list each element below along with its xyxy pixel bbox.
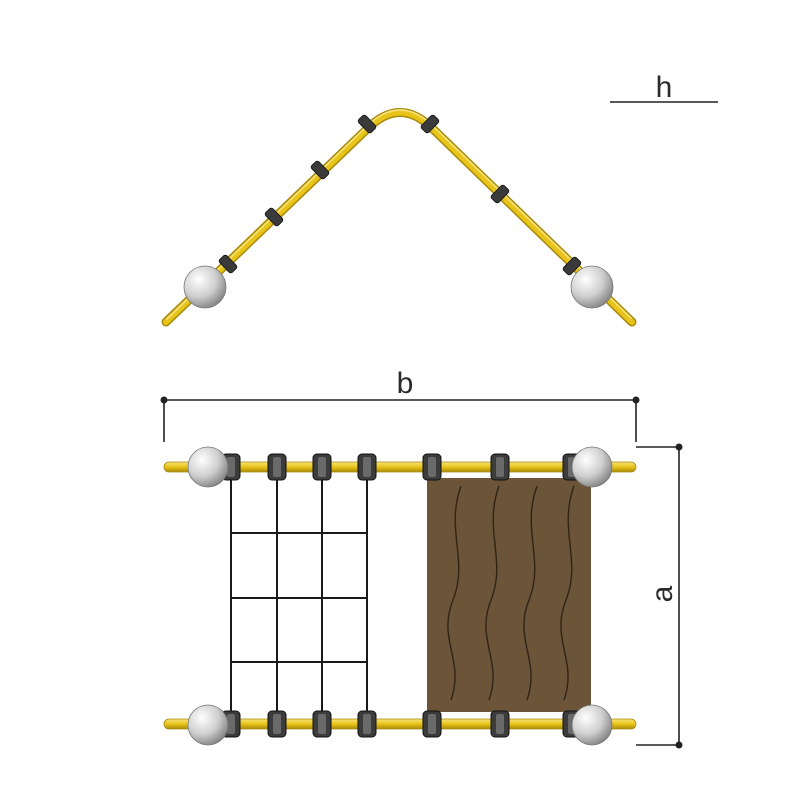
side-ball-right [570, 265, 614, 309]
side-clamp [357, 114, 377, 134]
ball-bottom-left [187, 704, 229, 746]
ball-top-left [187, 446, 229, 488]
rope-clamp [422, 453, 442, 481]
side-view [161, 108, 637, 327]
panel-grain-line [485, 485, 500, 701]
side-clamp [218, 254, 238, 274]
rope-clamp [312, 453, 332, 481]
panel-grain-line [560, 485, 575, 701]
rope-clamp [490, 453, 510, 481]
side-clamp [420, 114, 440, 134]
rope-clamp [267, 710, 287, 738]
scale-label: h [656, 71, 673, 104]
wood-panel [427, 478, 591, 712]
front-view [163, 446, 637, 746]
side-clamps [218, 114, 582, 276]
height-label: a [646, 585, 679, 602]
side-clamp [310, 160, 330, 180]
side-clamp [562, 256, 582, 276]
side-ball-left [183, 265, 227, 309]
rope-clamp [422, 710, 442, 738]
side-clamp [490, 184, 510, 204]
rope-clamp [267, 453, 287, 481]
climbing-net [230, 472, 368, 719]
panel-grain [447, 485, 575, 701]
ball-bottom-right [571, 704, 613, 746]
rope-clamp [312, 710, 332, 738]
dimension-a: a [636, 443, 683, 749]
ball-top-right [571, 446, 613, 488]
panel-grain-line [447, 485, 462, 701]
rope-clamp [357, 710, 377, 738]
rope-clamp [490, 710, 510, 738]
dimension-b: b [160, 367, 640, 442]
width-label: b [397, 367, 414, 400]
rope-clamp [357, 453, 377, 481]
side-clamp [264, 207, 284, 227]
panel-grain-line [523, 485, 538, 701]
scale-reference: h [610, 71, 718, 104]
